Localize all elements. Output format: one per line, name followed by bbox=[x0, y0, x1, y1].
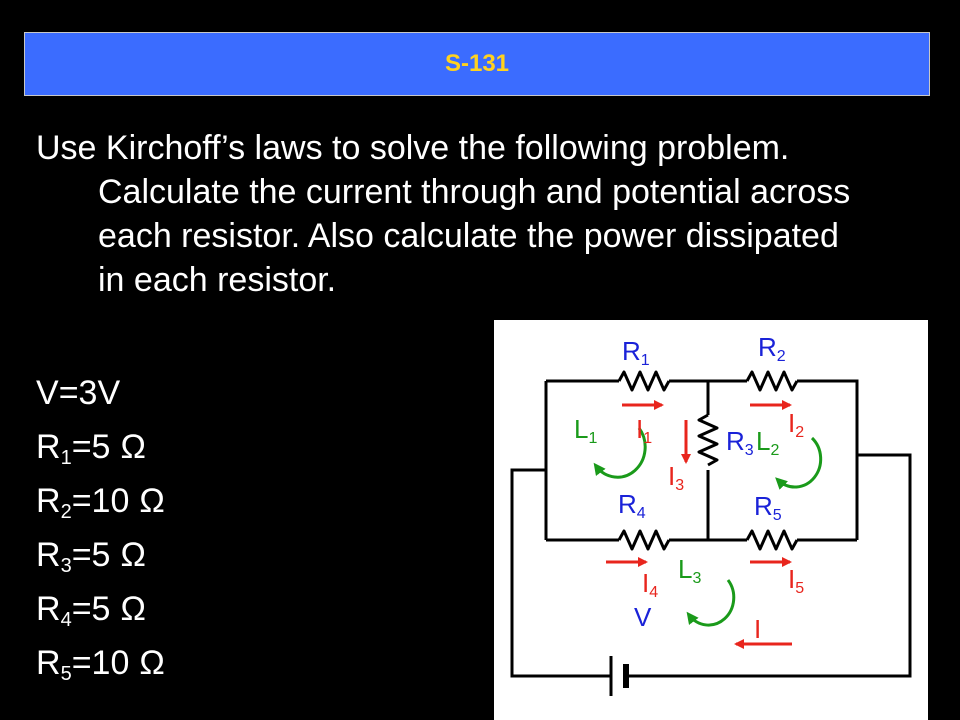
label-l2-main: L bbox=[756, 426, 770, 456]
label-r1-main: R bbox=[622, 336, 641, 366]
wire-top-right bbox=[797, 379, 859, 540]
param-value: =5 bbox=[71, 590, 111, 628]
label-i3-sub: 3 bbox=[675, 477, 684, 494]
resistor-r5 bbox=[745, 529, 799, 551]
label-i3: I3 bbox=[668, 461, 684, 494]
param-label: R bbox=[36, 482, 61, 520]
loop-arrow-l2 bbox=[775, 436, 823, 490]
label-i5-sub: 5 bbox=[795, 580, 804, 597]
param-subscript: 3 bbox=[60, 555, 72, 577]
wire-outer-right bbox=[626, 453, 912, 678]
resistor-r4 bbox=[617, 529, 671, 551]
label-r1-sub: 1 bbox=[641, 352, 650, 369]
circuit-svg: R1 R2 R3 R4 R5 V I1 I2 I3 I4 I5 I L1 L2 … bbox=[510, 332, 912, 696]
label-l1-sub: 1 bbox=[588, 430, 597, 447]
label-i4-main: I bbox=[642, 568, 649, 598]
param-value: =5 bbox=[71, 428, 111, 466]
label-i5-main: I bbox=[788, 564, 795, 594]
label-i1-sub: 1 bbox=[643, 430, 652, 447]
label-i5: I5 bbox=[788, 564, 804, 597]
param-label: R bbox=[36, 428, 61, 466]
param-subscript: 2 bbox=[60, 501, 72, 523]
problem-text: Use Kirchoff’s laws to solve the followi… bbox=[36, 129, 851, 299]
label-r4-sub: 4 bbox=[637, 505, 646, 522]
param-value: =10 bbox=[71, 644, 130, 682]
label-r3-main: R bbox=[726, 426, 745, 456]
label-i3-main: I bbox=[668, 461, 675, 491]
ohm-unit: Ω bbox=[139, 482, 165, 520]
label-i2-sub: 2 bbox=[795, 424, 804, 441]
label-r2: R2 bbox=[758, 332, 786, 365]
label-r5-main: R bbox=[754, 491, 773, 521]
param-label: V bbox=[36, 374, 59, 412]
param-subscript: 1 bbox=[60, 447, 72, 469]
problem-statement: Use Kirchoff’s laws to solve the followi… bbox=[36, 126, 856, 302]
param-label: R bbox=[36, 536, 61, 574]
label-i2: I2 bbox=[788, 408, 804, 441]
param-subscript: 5 bbox=[60, 663, 72, 685]
wire-outer-left bbox=[510, 468, 611, 678]
label-l1-main: L bbox=[574, 414, 588, 444]
label-r4: R4 bbox=[618, 489, 646, 522]
title-bar: S-131 bbox=[24, 32, 930, 96]
label-r3: R3 bbox=[726, 426, 754, 459]
label-r5: R5 bbox=[754, 491, 782, 524]
label-l2: L2 bbox=[756, 426, 779, 459]
loop-arrow-l1 bbox=[593, 427, 647, 479]
ohm-unit: Ω bbox=[120, 590, 146, 628]
param-value: =3V bbox=[58, 374, 121, 412]
loop-arrow-l3 bbox=[686, 579, 736, 627]
label-l3-sub: 3 bbox=[692, 570, 701, 587]
label-l1: L1 bbox=[574, 414, 597, 447]
label-r2-sub: 2 bbox=[777, 348, 786, 365]
param-value: =5 bbox=[71, 536, 111, 574]
ohm-unit: Ω bbox=[120, 428, 146, 466]
label-r4-main: R bbox=[618, 489, 637, 519]
resistor-r2 bbox=[745, 370, 799, 392]
label-i: I bbox=[754, 614, 761, 644]
ohm-unit: Ω bbox=[139, 644, 165, 682]
label-i4-sub: 4 bbox=[649, 584, 658, 601]
ohm-unit: Ω bbox=[120, 536, 146, 574]
resistor-r3 bbox=[697, 413, 719, 467]
label-i1-main: I bbox=[636, 414, 643, 444]
param-label: R bbox=[36, 590, 61, 628]
label-r1: R1 bbox=[622, 336, 650, 369]
label-r2-main: R bbox=[758, 332, 777, 362]
label-i4: I4 bbox=[642, 568, 658, 601]
label-r5-sub: 5 bbox=[773, 507, 782, 524]
param-value: =10 bbox=[71, 482, 130, 520]
label-l2-sub: 2 bbox=[770, 442, 779, 459]
resistor-r1 bbox=[617, 370, 671, 392]
circuit-diagram: R1 R2 R3 R4 R5 V I1 I2 I3 I4 I5 I L1 L2 … bbox=[494, 320, 928, 720]
label-r3-sub: 3 bbox=[745, 442, 754, 459]
label-l3: L3 bbox=[678, 554, 701, 587]
param-voltage: V=3V bbox=[36, 366, 165, 420]
slide-title: S-131 bbox=[444, 50, 510, 77]
param-label: R bbox=[36, 644, 61, 682]
label-i2-main: I bbox=[788, 408, 795, 438]
label-l3-main: L bbox=[678, 554, 692, 584]
param-subscript: 4 bbox=[60, 609, 72, 631]
label-battery-v: V bbox=[634, 602, 652, 632]
label-i1: I1 bbox=[636, 414, 652, 447]
